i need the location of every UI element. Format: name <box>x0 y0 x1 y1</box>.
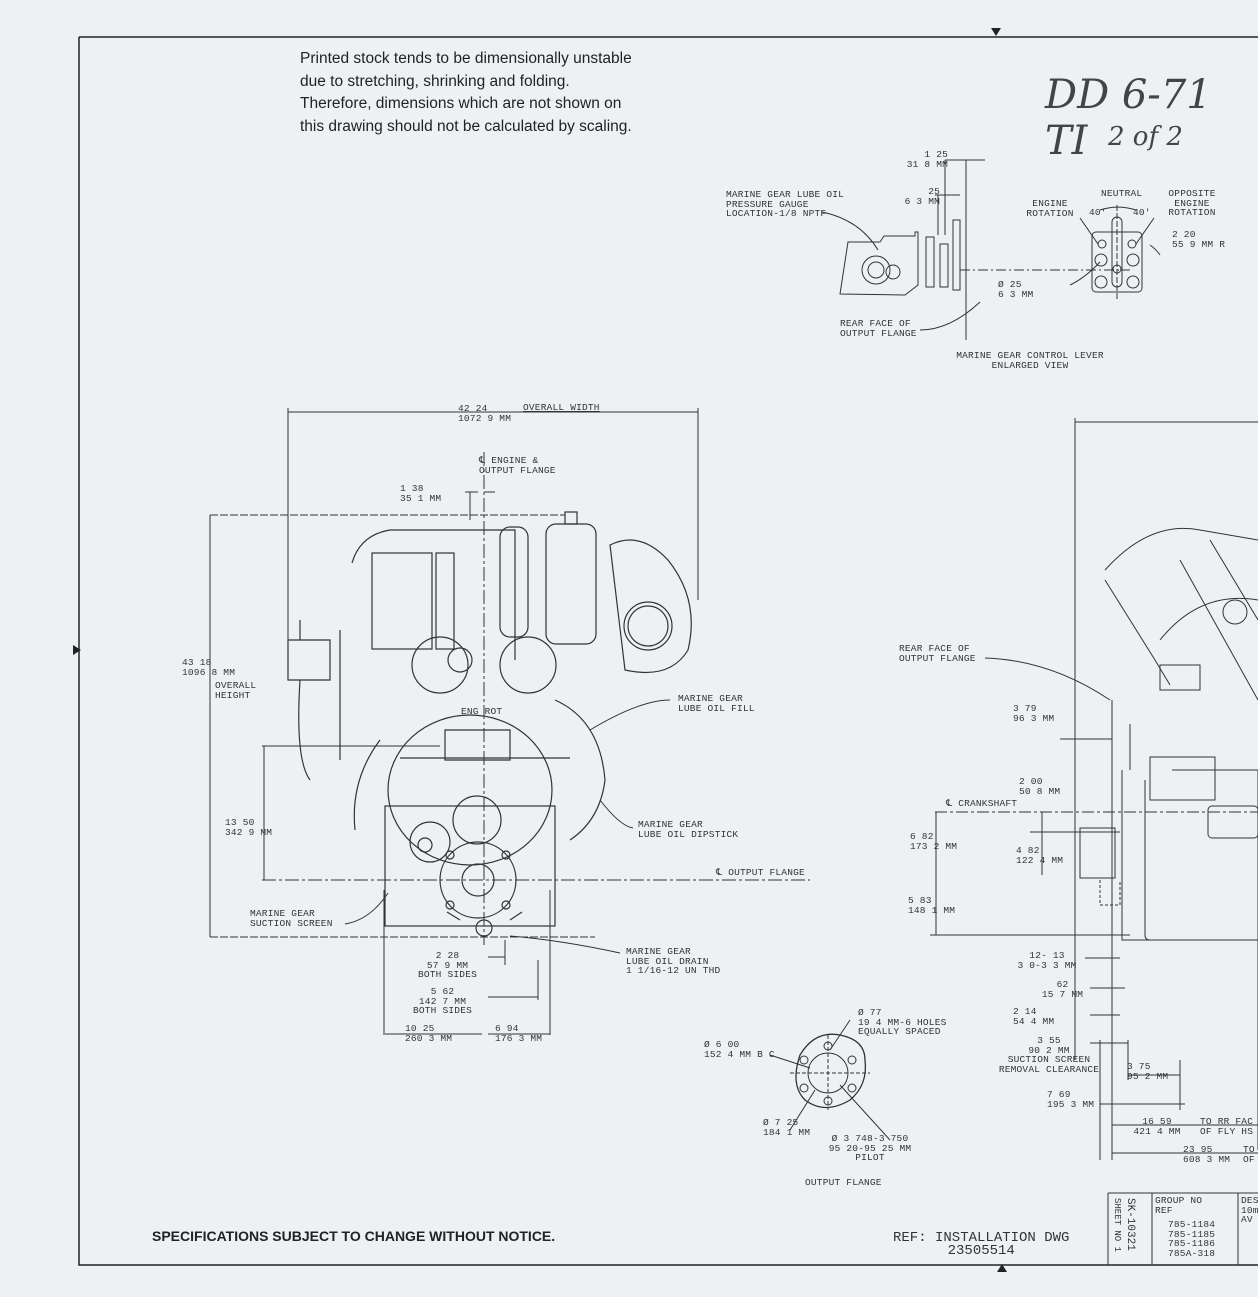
angle-left: 40' <box>1089 207 1107 218</box>
handwritten-model: DD 6-71 TI <box>1045 72 1212 164</box>
lube-oil-fill-label: MARINE GEAR LUBE OIL FILL <box>678 693 755 714</box>
dim-6-94: 6 94 176 3 MM <box>495 1023 543 1044</box>
dim-25: 25 6 3 MM <box>904 186 940 207</box>
scaling-notice: Printed stock tends to be dimensionally … <box>300 50 632 135</box>
bolt-circle-dim: Ø 6 00 152 4 MM B C <box>704 1039 775 1060</box>
dim-62: 62 15 7 MM <box>1041 979 1084 1000</box>
overall-height-dim: 43 18 1096 8 MM <box>182 657 236 678</box>
output-flange-caption: OUTPUT FLANGE <box>805 1177 882 1188</box>
title-block-lines <box>1107 1192 1258 1265</box>
dim-5-83: 5 83 148 1 MM <box>908 895 956 916</box>
flange-holes-dim: Ø 77 19 4 MM-6 HOLES EQUALLY SPACED <box>858 1007 947 1037</box>
sheet-number: SHEET NO 1 <box>1112 1198 1122 1253</box>
drawing-number: SK-10321 <box>1124 1198 1136 1251</box>
dim-4-82: 4 82 122 4 MM <box>1016 845 1064 866</box>
pressure-gauge-label: MARINE GEAR LUBE OIL PRESSURE GAUGE LOCA… <box>726 189 845 219</box>
dim-1-25: 1 25 31 8 MM <box>906 149 948 170</box>
dim-12-13: 12- 13 3 0-3 3 MM <box>1017 950 1077 971</box>
to-rear-face-flywheel: TO RR FAC OF FLY HS <box>1200 1116 1254 1137</box>
dim-2-00: 2 00 50 8 MM <box>1019 776 1061 797</box>
engine-side-view <box>930 418 1258 1160</box>
eng-rot-label: ENG ROT <box>461 706 503 717</box>
lever-view-caption: MARINE GEAR CONTROL LEVER ENLARGED VIEW <box>956 350 1104 371</box>
suction-screen-label: MARINE GEAR SUCTION SCREEN <box>250 908 333 929</box>
dim-6-82: 6 82 173 2 MM <box>910 831 958 852</box>
dim-5-62: 5 62 142 7 MM BOTH SIDES <box>412 986 472 1016</box>
overall-width-label: OVERALL WIDTH <box>523 402 600 413</box>
dim-3-79: 3 79 96 3 MM <box>1013 703 1055 724</box>
lever-enlarged-view <box>821 159 1161 340</box>
to-label: TO OF <box>1243 1144 1255 1165</box>
group-number-header: GROUP NO REF <box>1155 1195 1203 1216</box>
engine-rotation-label: ENGINE ROTATION <box>1026 198 1074 219</box>
dim-radius: 2 20 55 9 MM R <box>1172 229 1226 250</box>
dim-10-25: 10 25 260 3 MM <box>405 1023 453 1044</box>
spec-notice: SPECIFICATIONS SUBJECT TO CHANGE WITHOUT… <box>152 1228 556 1244</box>
front-view-dimensions <box>209 408 810 1035</box>
dim-16-59: 16 59 421 4 MM <box>1133 1116 1181 1137</box>
description-header: DES 10m AV <box>1241 1195 1258 1225</box>
engine-centerline-label: ℄ ENGINE & OUTPUT FLANGE <box>479 455 556 476</box>
dim-2-28: 2 28 57 9 MM BOTH SIDES <box>417 950 477 980</box>
dim-2-14: 2 14 54 4 MM <box>1013 1006 1055 1027</box>
output-flange-view <box>769 1019 891 1141</box>
crankshaft-centerline: ℄ CRANKSHAFT <box>946 798 1018 809</box>
opposite-rotation-label: OPPOSITE ENGINE ROTATION <box>1168 188 1216 218</box>
engine-front-view <box>287 511 692 937</box>
dim-3-55: 3 55 90 2 MM SUCTION SCREEN REMOVAL CLEA… <box>998 1035 1100 1075</box>
overall-height-label: OVERALL HEIGHT <box>215 680 257 701</box>
dim-23-95: 23 95 608 3 MM <box>1183 1144 1231 1165</box>
lube-oil-drain-label: MARINE GEAR LUBE OIL DRAIN 1 1/16-12 UN … <box>626 946 721 976</box>
dipstick-label: MARINE GEAR LUBE OIL DIPSTICK <box>638 819 739 840</box>
reference-drawing: REF: INSTALLATION DWG 23505514 <box>893 1230 1070 1259</box>
angle-right: 40' <box>1133 207 1151 218</box>
dim-hole: Ø 25 6 3 MM <box>998 279 1034 300</box>
overall-width-dim: 42 24 1072 9 MM <box>458 403 512 424</box>
dim-7-69: 7 69 195 3 MM <box>1047 1089 1095 1110</box>
dim-1-38: 1 38 35 1 MM <box>400 483 442 504</box>
handwritten-sheet: 2 of 2 <box>1108 122 1183 152</box>
neutral-label: NEUTRAL <box>1101 188 1143 199</box>
rear-face-label-lever: REAR FACE OF OUTPUT FLANGE <box>840 318 917 339</box>
flange-outer-dim: Ø 7 25 184 1 MM <box>763 1117 811 1138</box>
rear-face-label-side: REAR FACE OF OUTPUT FLANGE <box>899 643 976 664</box>
sheet-frame <box>73 28 1258 1272</box>
group-numbers: 785-1184 785-1185 785-1186 785A-318 <box>1168 1219 1216 1259</box>
output-flange-centerline: ℄ OUTPUT FLANGE <box>716 867 805 878</box>
dim-13-50: 13 50 342 9 MM <box>225 817 273 838</box>
pilot-dim: Ø 3 748-3 750 95 20-95 25 MM PILOT <box>828 1133 912 1163</box>
dim-3-75: 3 75 95 2 MM <box>1127 1061 1169 1082</box>
